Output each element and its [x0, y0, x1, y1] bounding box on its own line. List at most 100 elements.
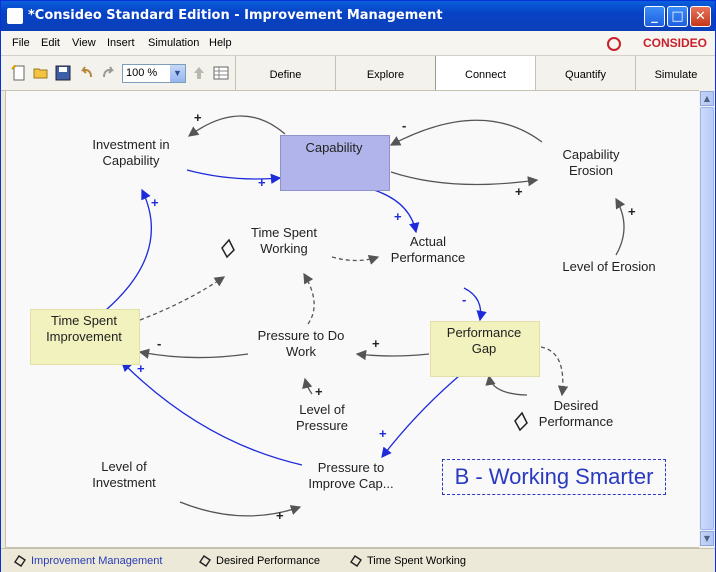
polarity-pressure-improve-to-improvement: +	[137, 361, 145, 376]
stock-time-spent-improvement[interactable]	[30, 309, 140, 365]
link-capability-to-investment	[187, 115, 286, 137]
tab-simulate[interactable]: Simulate	[635, 56, 716, 90]
polarity-level-investment: +	[276, 508, 284, 523]
arrow-up-icon[interactable]	[191, 65, 207, 81]
toolbar: 100 % ▼ Define Explore Connect Quantify …	[1, 56, 715, 91]
tab-explore[interactable]: Explore	[335, 56, 435, 90]
link-gap-to-pressure-work	[355, 349, 430, 361]
node-time-spent-improvement[interactable]: Time Spent Improvement	[46, 313, 122, 344]
link-capability-to-erosion	[390, 171, 539, 187]
bottom-tab-bar: Improvement Management Desired Performan…	[1, 548, 715, 572]
menu-simulation[interactable]: Simulation	[148, 37, 200, 49]
brand-logo-icon	[607, 37, 621, 51]
node-actual-performance[interactable]: Actual Performance	[390, 234, 466, 265]
redo-icon[interactable]	[100, 65, 116, 81]
polarity-erosion-to-cap: -	[402, 118, 407, 133]
maximize-button[interactable]: □	[667, 6, 688, 27]
bottom-tab-label: Improvement Management	[31, 555, 163, 567]
node-investment-in-capability[interactable]: Investment in Capability	[92, 137, 170, 168]
link-improvement-to-working	[139, 276, 226, 321]
bottom-tab-desired-performance[interactable]: Desired Performance	[194, 552, 320, 570]
model-icon	[199, 555, 211, 567]
polarity-cap-to-actual: +	[394, 209, 402, 224]
bottom-tab-label: Time Spent Working	[367, 555, 467, 567]
polarity-inv-to-cap: +	[258, 175, 266, 190]
model-icon	[14, 555, 26, 567]
link-investment-to-capability	[186, 169, 282, 184]
link-level-erosion	[615, 197, 626, 256]
app-icon	[7, 8, 23, 24]
link-improvement-to-investment	[105, 188, 153, 311]
stock-capability[interactable]	[280, 135, 390, 191]
polarity-cap-to-inv: +	[194, 110, 202, 125]
tab-connect[interactable]: Connect	[435, 56, 536, 90]
causal-loop-links	[105, 115, 626, 517]
brand-name: CONSIDEO	[642, 36, 707, 50]
polarity-improvement-to-investment: +	[151, 195, 159, 210]
bottom-tab-time-spent-working[interactable]: Time Spent Working	[345, 552, 466, 570]
table-icon[interactable]	[213, 65, 229, 81]
minimize-button[interactable]: _	[644, 6, 665, 27]
link-level-investment	[179, 501, 302, 517]
link-actual-to-gap	[463, 287, 487, 322]
tab-quantify[interactable]: Quantify	[535, 56, 635, 90]
time-spent-working-marker-icon	[221, 238, 235, 259]
scroll-thumb[interactable]	[700, 107, 714, 530]
menu-help[interactable]: Help	[209, 37, 232, 49]
node-desired-performance[interactable]: Desired Performance	[538, 398, 614, 429]
link-pressure-to-working	[303, 272, 315, 325]
polarity-gap-to-pressure-improve: +	[379, 426, 387, 441]
link-desired-performance	[485, 374, 528, 396]
polarity-actual-to-gap: -	[462, 292, 467, 307]
node-level-of-pressure[interactable]: Level of Pressure	[295, 402, 349, 433]
diagram-canvas[interactable]: Capability Investment in Capability Capa…	[5, 90, 701, 548]
menu-edit[interactable]: Edit	[41, 37, 60, 49]
vertical-scrollbar[interactable]: ▲ ▼	[699, 90, 715, 548]
node-performance-gap[interactable]: Performance Gap	[446, 325, 522, 356]
stock-performance-gap[interactable]	[430, 321, 540, 377]
polarity-erosion-level: +	[628, 204, 636, 219]
link-gap-to-pressure-improve	[381, 375, 460, 459]
node-time-spent-working[interactable]: Time Spent Working	[251, 225, 317, 256]
tab-define[interactable]: Define	[235, 56, 335, 90]
title-bar: *Consideo Standard Edition - Improvement…	[1, 1, 715, 31]
menu-bar: File Edit View Insert Simulation Help CO…	[1, 31, 715, 56]
polarity-pressure-to-improvement: -	[157, 336, 162, 351]
close-button[interactable]: ✕	[690, 6, 711, 27]
node-pressure-to-improve-capability[interactable]: Pressure to Improve Cap...	[308, 460, 394, 491]
desired-performance-marker-icon	[514, 411, 528, 432]
open-folder-icon[interactable]	[33, 65, 49, 81]
node-level-of-investment[interactable]: Level of Investment	[92, 459, 156, 490]
loop-title[interactable]: B - Working Smarter	[442, 459, 666, 495]
zoom-select[interactable]: 100 % ▼	[122, 64, 186, 83]
bottom-tab-improvement-management[interactable]: Improvement Management	[9, 552, 162, 570]
zoom-value: 100 %	[126, 67, 158, 79]
menu-file[interactable]: File	[12, 37, 30, 49]
link-pressure-improve-to-improvement	[121, 361, 303, 466]
link-desired-to-gap	[540, 346, 569, 397]
model-icon	[350, 555, 362, 567]
link-pressure-to-improvement	[138, 348, 249, 359]
bottom-tab-label: Desired Performance	[216, 555, 320, 567]
polarity-level-pressure: +	[315, 384, 323, 399]
polarity-cap-to-erosion: +	[515, 184, 523, 199]
save-icon[interactable]	[55, 65, 71, 81]
menu-insert[interactable]: Insert	[107, 37, 135, 49]
link-capability-to-actual	[373, 189, 420, 234]
chevron-down-icon[interactable]: ▼	[170, 65, 185, 82]
node-capability-erosion[interactable]: Capability Erosion	[562, 147, 620, 178]
scroll-down-icon[interactable]: ▼	[700, 531, 714, 546]
node-level-of-erosion[interactable]: Level of Erosion	[562, 259, 656, 274]
polarity-gap-to-pressure-work: +	[372, 336, 380, 351]
scroll-up-icon[interactable]: ▲	[700, 91, 714, 106]
menu-view[interactable]: View	[72, 37, 96, 49]
undo-icon[interactable]	[79, 65, 95, 81]
link-erosion-to-capability	[389, 119, 543, 146]
new-file-icon[interactable]	[11, 65, 27, 81]
node-capability[interactable]: Capability	[305, 140, 363, 155]
node-pressure-to-do-work[interactable]: Pressure to Do Work	[257, 328, 345, 359]
link-level-pressure	[302, 377, 313, 395]
window-title: *Consideo Standard Edition - Improvement…	[28, 8, 443, 23]
link-working-to-actual	[331, 254, 380, 265]
